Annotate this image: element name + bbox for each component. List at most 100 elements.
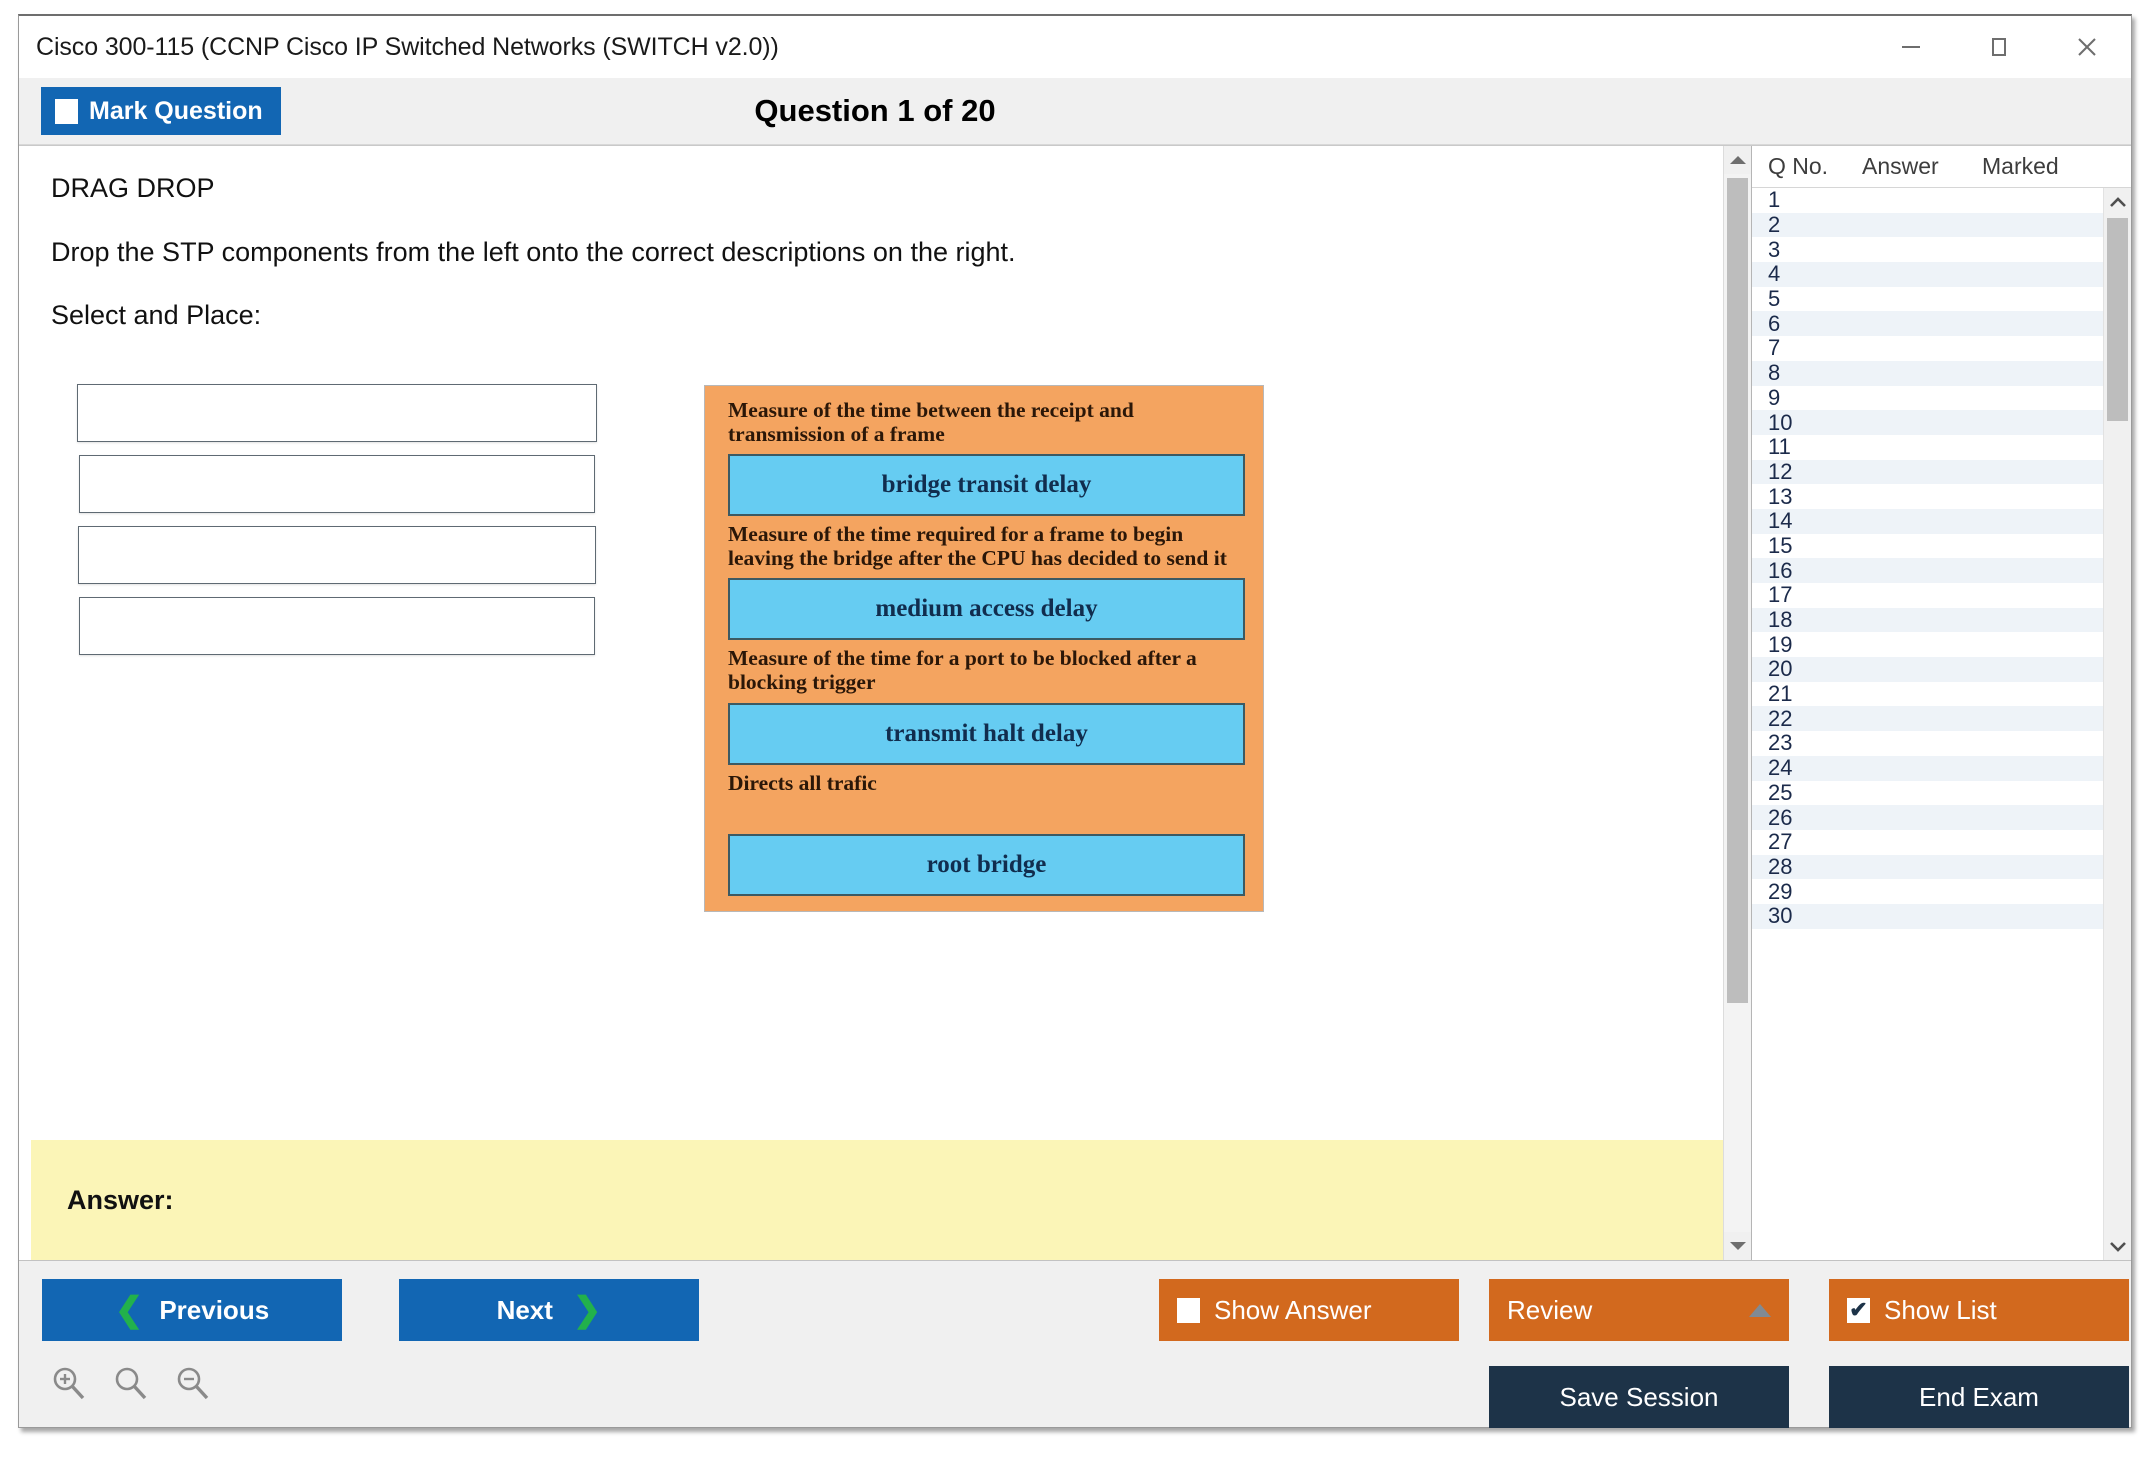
end-exam-button[interactable]: End Exam — [1829, 1366, 2129, 1428]
question-list-row[interactable]: 26 — [1752, 805, 2103, 830]
drop-target[interactable] — [79, 455, 595, 514]
stp-chip-medium-access-delay[interactable]: medium access delay — [728, 578, 1245, 641]
question-list-row[interactable]: 15 — [1752, 532, 2103, 559]
list-scroll-thumb[interactable] — [2107, 218, 2128, 422]
question-number: 18 — [1768, 607, 1793, 633]
question-list-row[interactable]: 25 — [1752, 779, 2103, 806]
save-session-label: Save Session — [1559, 1381, 1719, 1412]
drop-target[interactable] — [77, 384, 597, 443]
select-and-place-label: Select and Place: — [51, 300, 262, 331]
spacer — [728, 800, 1245, 831]
show-answer-button[interactable]: Show Answer — [1159, 1279, 1459, 1341]
question-list-row[interactable]: 1 — [1752, 188, 2103, 213]
question-list-row[interactable]: 13 — [1752, 484, 2103, 509]
question-number: 25 — [1768, 779, 1793, 805]
question-list-row[interactable]: 9 — [1752, 384, 2103, 411]
question-list-row[interactable]: 21 — [1752, 681, 2103, 707]
question-list-row[interactable]: 2 — [1752, 212, 2103, 238]
list-scroll-up-icon[interactable] — [2104, 188, 2131, 216]
question-list-row[interactable]: 18 — [1752, 607, 2103, 633]
question-list-row[interactable]: 17 — [1752, 582, 2103, 608]
question-content-pane: DRAG DROP Drop the STP components from t… — [19, 146, 1723, 1260]
scroll-up-icon[interactable] — [1724, 146, 1751, 174]
question-list-row[interactable]: 8 — [1752, 360, 2103, 386]
question-prompt: Drop the STP components from the left on… — [51, 236, 1016, 267]
question-list-row[interactable]: 4 — [1752, 261, 2103, 287]
question-list-row[interactable]: 19 — [1752, 632, 2103, 657]
question-list-row[interactable]: 20 — [1752, 656, 2103, 682]
minimize-icon[interactable] — [1867, 16, 1955, 78]
question-number: 21 — [1768, 681, 1793, 707]
question-list-scrollbar[interactable] — [2103, 188, 2131, 1260]
question-list-row[interactable]: 10 — [1752, 410, 2103, 435]
column-header-answer: Answer — [1862, 153, 1939, 179]
question-number: 2 — [1768, 212, 1781, 238]
question-list-row[interactable]: 5 — [1752, 286, 2103, 312]
question-list-row[interactable]: 30 — [1752, 903, 2103, 929]
show-list-button[interactable]: ✔ Show List — [1829, 1279, 2129, 1341]
zoom-reset-icon[interactable] — [111, 1364, 151, 1409]
content-scrollbar[interactable] — [1723, 146, 1751, 1260]
list-scroll-down-icon[interactable] — [2104, 1232, 2131, 1260]
question-number: 15 — [1768, 532, 1793, 558]
stp-chip-root-bridge[interactable]: root bridge — [728, 833, 1245, 896]
question-list-row[interactable]: 3 — [1752, 237, 2103, 262]
show-list-checkbox[interactable]: ✔ — [1847, 1297, 1870, 1323]
question-list-row[interactable]: 24 — [1752, 755, 2103, 781]
drop-target[interactable] — [79, 597, 595, 656]
chevron-up-icon — [1749, 1303, 1771, 1317]
maximize-icon[interactable] — [1955, 16, 2043, 78]
answer-strip: Answer: — [31, 1140, 1723, 1260]
stp-description: Directs all trafic — [728, 770, 877, 795]
list-scroll-track[interactable] — [2104, 216, 2131, 1232]
question-list-row[interactable]: 29 — [1752, 879, 2103, 904]
column-header-marked: Marked — [1982, 153, 2059, 179]
question-number: 20 — [1768, 656, 1793, 682]
question-list-row[interactable]: 23 — [1752, 730, 2103, 756]
save-session-button[interactable]: Save Session — [1489, 1366, 1789, 1428]
question-list-row[interactable]: 6 — [1752, 311, 2103, 337]
question-number: 8 — [1768, 360, 1781, 386]
question-list-row[interactable]: 14 — [1752, 508, 2103, 534]
close-icon[interactable] — [2043, 16, 2131, 78]
question-list-row[interactable]: 7 — [1752, 335, 2103, 361]
stp-chip-bridge-transit-delay[interactable]: bridge transit delay — [728, 454, 1245, 517]
show-answer-checkbox[interactable] — [1177, 1297, 1200, 1323]
question-number: 13 — [1768, 483, 1793, 509]
mark-question-checkbox[interactable] — [55, 98, 78, 124]
question-counter: Question 1 of 20 — [754, 93, 996, 128]
title-bar: Cisco 300-115 (CCNP Cisco IP Switched Ne… — [19, 16, 2131, 78]
chevron-right-icon: ❯ — [572, 1291, 602, 1329]
question-number: 12 — [1768, 458, 1793, 484]
previous-button[interactable]: ❮ Previous — [42, 1279, 342, 1341]
question-number: 1 — [1768, 188, 1781, 213]
question-list-row[interactable]: 27 — [1752, 829, 2103, 855]
question-list-row[interactable]: 28 — [1752, 853, 2103, 880]
question-number: 16 — [1768, 557, 1793, 583]
question-list-row[interactable]: 22 — [1752, 706, 2103, 732]
zoom-out-icon[interactable] — [173, 1364, 213, 1409]
content-scroll-thumb[interactable] — [1727, 178, 1748, 1004]
mark-question-button[interactable]: Mark Question — [41, 87, 281, 135]
question-list-row[interactable]: 11 — [1752, 434, 2103, 460]
drop-target-list — [77, 384, 597, 668]
drop-target[interactable] — [78, 526, 596, 585]
review-label: Review — [1507, 1294, 1593, 1325]
question-number: 28 — [1768, 853, 1793, 879]
exam-window: Cisco 300-115 (CCNP Cisco IP Switched Ne… — [18, 14, 2132, 1428]
review-button[interactable]: Review — [1489, 1279, 1789, 1341]
answer-label: Answer: — [67, 1184, 174, 1215]
question-list-row[interactable]: 16 — [1752, 558, 2103, 583]
question-number: 10 — [1768, 409, 1793, 435]
next-button[interactable]: Next ❯ — [399, 1279, 699, 1341]
next-button-label: Next — [496, 1294, 553, 1325]
scroll-down-icon[interactable] — [1724, 1232, 1751, 1260]
content-scroll-track[interactable] — [1724, 174, 1751, 1232]
question-number: 9 — [1768, 384, 1781, 410]
zoom-in-icon[interactable] — [49, 1364, 89, 1409]
question-list-row[interactable]: 12 — [1752, 458, 2103, 485]
stp-chip-transmit-halt-delay[interactable]: transmit halt delay — [728, 702, 1245, 765]
show-answer-label: Show Answer — [1214, 1294, 1372, 1325]
